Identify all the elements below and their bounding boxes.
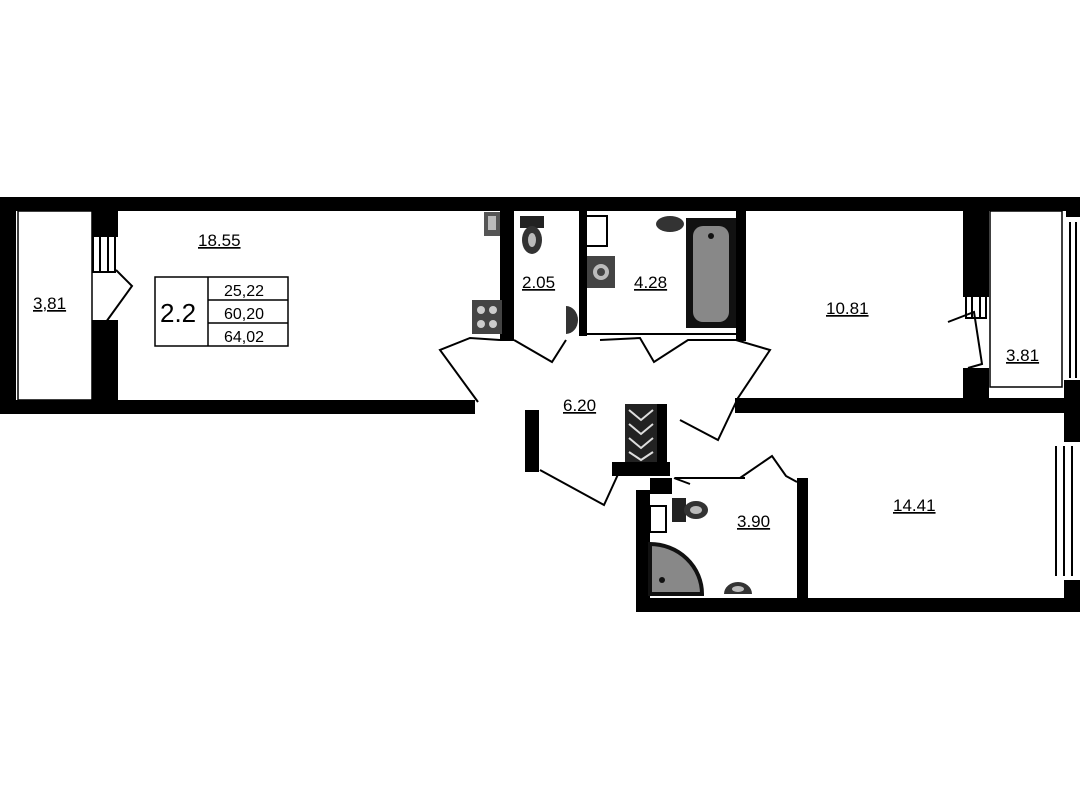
toilet-icon: [520, 216, 544, 254]
apartment-summary: 2.2 25,22 60,20 64,02: [154, 276, 289, 347]
bath-sink-icon: [656, 216, 684, 232]
room-area-bedroom: 10.81: [826, 299, 869, 318]
shower-icon: [648, 541, 705, 596]
sink-icon: [484, 212, 500, 236]
total-area: 60,20: [224, 306, 264, 323]
cabinet-icon: [582, 215, 608, 247]
room-area-balcony-right: 3.81: [1006, 346, 1039, 365]
room-labels: 3,81 18.55 2.05 4.28 10.81 3.81 6.20 3.9…: [33, 231, 1039, 531]
room-area-bathroom-2: 3.90: [737, 512, 770, 531]
bathtub-icon: [686, 218, 736, 328]
room-area-bedroom-2: 14.41: [893, 496, 936, 515]
walls: [0, 197, 1080, 612]
fixtures: [472, 212, 752, 596]
living-area: 25,22: [224, 283, 264, 300]
room-area-hallway: 6.20: [563, 396, 596, 415]
total-area-with-balcony: 64,02: [224, 329, 264, 346]
stove-icon: [472, 300, 502, 334]
doors: [105, 269, 984, 507]
room-area-balcony-left: 3,81: [33, 294, 66, 313]
apartment-type: 2.2: [160, 298, 196, 328]
room-area-toilet: 2.05: [522, 273, 555, 292]
washbasin-icon: [566, 306, 578, 334]
shelf-icon: [649, 505, 667, 533]
windows: [3, 210, 1077, 576]
room-area-bathroom: 4.28: [634, 273, 667, 292]
toilet-2-icon: [672, 498, 708, 522]
washbasin-2-icon: [724, 582, 752, 594]
washing-machine-icon: [587, 256, 615, 288]
room-area-living-room: 18.55: [198, 231, 241, 250]
interior-partitions: [587, 333, 1064, 598]
wardrobe-icon: [625, 404, 657, 462]
